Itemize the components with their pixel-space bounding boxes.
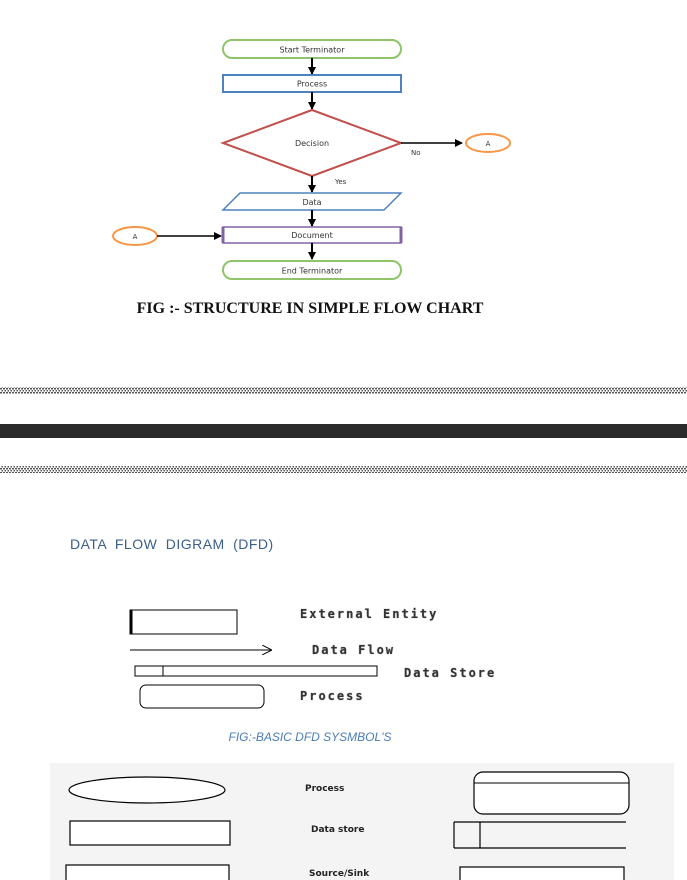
dotted-border-top [0,387,687,394]
dfd-symbols-caption: FIG:-BASIC DFD SYSMBOL'S [228,730,392,744]
connector-right: A [465,133,511,153]
end-terminator: End Terminator [222,260,402,280]
process-symbol [139,684,265,709]
page-divider [0,387,687,473]
data-parallelogram: Data [221,192,403,211]
data-flow-label: Data Flow [312,643,396,657]
document-label: Document [291,231,332,240]
yes-label: Yes [334,178,347,186]
dark-band [0,424,687,438]
process-ellipse-symbol [68,776,226,804]
end-terminator-label: End Terminator [282,267,343,276]
source-sink-rect-symbol-alt [459,866,625,880]
table-process-label: Process [305,784,345,794]
decision-label: Decision [295,139,329,148]
data-store-label: Data Store [404,666,497,680]
dfd-symbols-diagram [129,609,378,709]
dfd-symbol-table: Process Data store Source/Sink [50,763,674,880]
no-label: No [411,149,421,157]
table-datastore-label: Data store [311,825,365,835]
document-box: Document [221,226,403,244]
dfd-table-shapes [65,771,630,880]
process-rounded-symbol [473,771,630,815]
connector-left: A [112,226,158,246]
datastore-rect-symbol [69,820,231,846]
flowchart-diagram: Start Terminator Process Decision No A Y… [112,39,511,280]
external-entity-symbol [129,609,238,635]
source-sink-rect-symbol [65,864,230,880]
process-label-dfd: Process [300,689,365,703]
data-label: Data [302,198,321,207]
connector-right-label: A [486,140,491,148]
process-box: Process [222,74,402,93]
start-terminator-label: Start Terminator [280,46,346,55]
external-entity-label: External Entity [300,607,439,621]
table-source-sink-label: Source/Sink [309,869,370,879]
data-store-symbol [134,665,378,677]
dfd-title: DATA FLOW DIGRAM (DFD) [70,536,274,552]
process-label: Process [297,80,327,89]
datastore-open-symbol [453,821,626,849]
connector-left-label: A [133,233,138,241]
flowchart-caption: FIG :- STRUCTURE IN SIMPLE FLOW CHART [136,300,484,317]
dotted-border-bottom [0,466,687,473]
decision-diamond: Decision [220,108,404,178]
start-terminator: Start Terminator [222,39,402,59]
